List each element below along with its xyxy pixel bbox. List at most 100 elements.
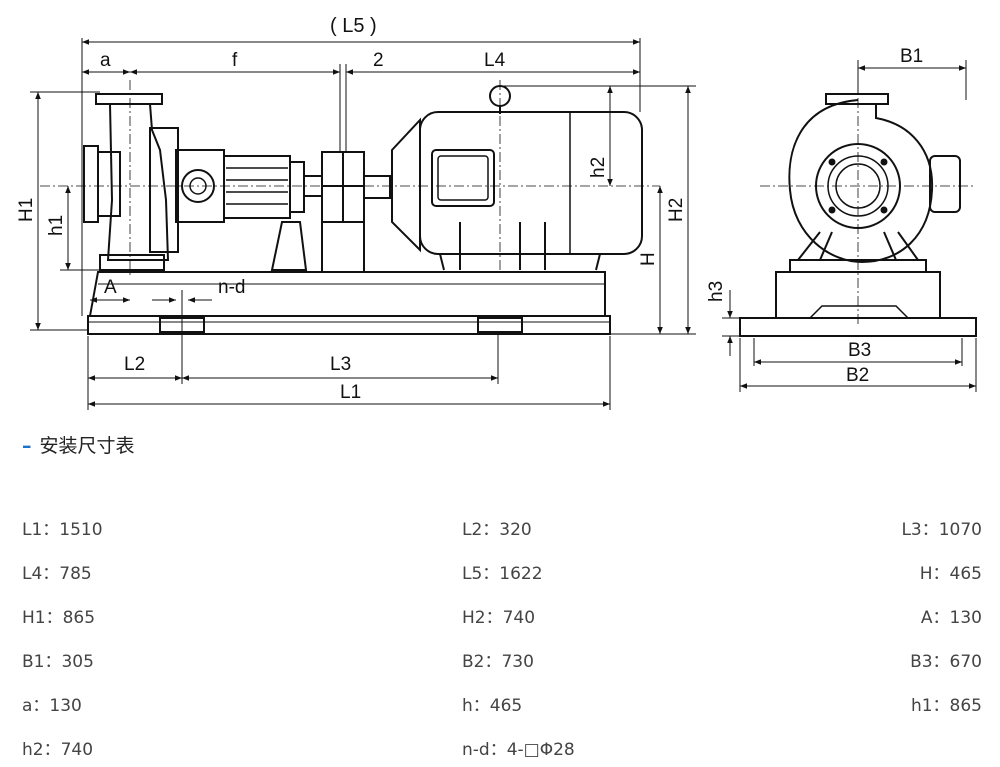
dimension-label: H2 bbox=[462, 608, 486, 628]
dimension-item: A：130 bbox=[921, 603, 982, 628]
label-B3: B3 bbox=[848, 340, 871, 361]
end-discharge-flange bbox=[825, 93, 889, 105]
dimension-separator: ： bbox=[932, 608, 950, 628]
end-motor-box bbox=[929, 155, 961, 213]
motor-endbell bbox=[391, 117, 421, 253]
label-h1: h1 bbox=[46, 215, 67, 236]
pump-installation-drawing: ( L5 ) a f 2 L4 H1 h1 h2 H H2 A n-d L2 L… bbox=[16, 15, 977, 410]
dimension-value: 465 bbox=[949, 564, 982, 584]
section-title: –安装尺寸表 bbox=[22, 431, 135, 458]
dimension-separator: ： bbox=[932, 652, 950, 672]
dimension-separator: ： bbox=[932, 564, 950, 584]
dimension-label: a bbox=[22, 696, 33, 716]
dimension-value: 1510 bbox=[59, 520, 103, 540]
dimension-value: 320 bbox=[499, 520, 532, 540]
dimension-item: L2：320 bbox=[462, 515, 532, 540]
dimension-item: n-d：4-□Φ28 bbox=[462, 735, 575, 760]
dimension-label: B3 bbox=[910, 652, 933, 672]
dimension-item: H2：740 bbox=[462, 603, 535, 628]
dimension-label: H1 bbox=[22, 608, 46, 628]
end-volute bbox=[788, 99, 934, 264]
dimension-label: h1 bbox=[910, 696, 933, 716]
dimension-value: 865 bbox=[62, 608, 96, 628]
dimension-label: B2 bbox=[462, 652, 485, 672]
dimension-label: L5 bbox=[462, 564, 483, 584]
pump-volute bbox=[106, 103, 170, 261]
dimension-item: H1：865 bbox=[22, 603, 95, 628]
dimension-label: n-d bbox=[462, 740, 490, 760]
dimension-item: L4：785 bbox=[22, 559, 92, 584]
dimension-value: 670 bbox=[949, 652, 982, 672]
dimension-item: h：465 bbox=[462, 691, 522, 716]
dimension-value: 1622 bbox=[499, 564, 543, 584]
dimension-separator: ： bbox=[44, 652, 62, 672]
dimension-value: 740 bbox=[60, 740, 94, 760]
dimension-item: L3：1070 bbox=[901, 515, 982, 540]
base-pedestal bbox=[88, 271, 606, 317]
label-H1: H1 bbox=[16, 198, 37, 222]
dimension-item: H：465 bbox=[920, 559, 982, 584]
dimension-separator: ： bbox=[43, 740, 61, 760]
label-n-d: n-d bbox=[218, 277, 245, 298]
dimension-value: 305 bbox=[61, 652, 94, 672]
dimension-item: L5：1622 bbox=[462, 559, 543, 584]
dimension-value: 785 bbox=[59, 564, 92, 584]
side-view bbox=[83, 85, 643, 335]
dimension-value: 730 bbox=[501, 652, 534, 672]
label-H2: H2 bbox=[666, 198, 687, 222]
terminal-box bbox=[431, 149, 495, 207]
discharge-flange bbox=[95, 93, 163, 105]
dimension-label: L4 bbox=[22, 564, 43, 584]
label-2: 2 bbox=[373, 50, 384, 71]
dimension-label: H bbox=[919, 564, 933, 584]
label-L3: L3 bbox=[330, 354, 351, 375]
dimension-separator: ： bbox=[932, 696, 950, 716]
dimension-label: B1 bbox=[22, 652, 45, 672]
label-h2: h2 bbox=[588, 157, 609, 178]
label-L5: ( L5 ) bbox=[330, 15, 377, 37]
dimension-value: 465 bbox=[489, 696, 523, 716]
label-L2: L2 bbox=[124, 354, 145, 375]
dimension-separator: ： bbox=[482, 564, 500, 584]
dimension-value: 130 bbox=[949, 608, 982, 628]
label-B2: B2 bbox=[846, 365, 869, 386]
dimension-value: 4-□Φ28 bbox=[506, 740, 575, 760]
label-L1: L1 bbox=[340, 382, 361, 403]
dimension-label: A bbox=[920, 608, 933, 628]
dimension-separator: ： bbox=[42, 520, 60, 540]
bearing-bracket bbox=[270, 221, 308, 271]
motor-body bbox=[419, 111, 643, 255]
label-L4: L4 bbox=[484, 50, 506, 71]
dimension-separator: ： bbox=[482, 520, 500, 540]
dimension-separator: ： bbox=[489, 740, 507, 760]
dimension-item: h1：865 bbox=[911, 691, 982, 716]
dimension-separator: ： bbox=[485, 608, 503, 628]
dimension-separator: ： bbox=[42, 564, 60, 584]
label-h3: h3 bbox=[706, 281, 727, 302]
dimension-item: a：130 bbox=[22, 691, 82, 716]
label-f: f bbox=[232, 50, 238, 71]
motor-feet bbox=[439, 222, 601, 271]
section-title-text: 安装尺寸表 bbox=[39, 435, 135, 457]
dimension-item: L1：1510 bbox=[22, 515, 103, 540]
dimension-value: 1070 bbox=[938, 520, 982, 540]
dimension-item: h2：740 bbox=[22, 735, 93, 760]
dimension-item: B1：305 bbox=[22, 647, 94, 672]
label-H: H bbox=[638, 252, 659, 266]
dimension-label: L1 bbox=[22, 520, 43, 540]
label-B1: B1 bbox=[900, 46, 923, 67]
anchor-pad-right bbox=[477, 317, 523, 333]
dimension-row: a：130 h：465 h1：865 bbox=[22, 679, 982, 723]
dimension-separator: ： bbox=[45, 608, 63, 628]
title-dash-marker: – bbox=[22, 435, 32, 457]
dimension-value: 740 bbox=[502, 608, 536, 628]
dimension-separator: ： bbox=[484, 652, 502, 672]
dimension-separator: ： bbox=[472, 696, 490, 716]
dimension-separator: ： bbox=[921, 520, 939, 540]
